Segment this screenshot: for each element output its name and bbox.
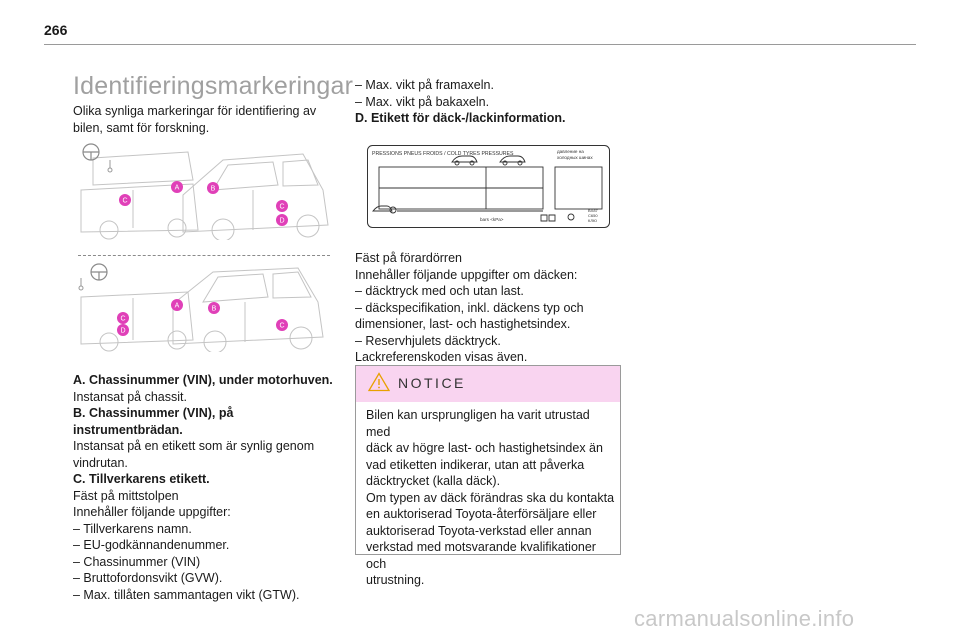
notice-body: Bilen kan ursprungligen ha varit utrusta… bbox=[366, 407, 616, 589]
text-line: – Reservhjulets däcktryck. bbox=[355, 333, 501, 348]
text-line: Instansat på en etikett som är synlig ge… bbox=[73, 439, 315, 453]
notice-line: utrustning. bbox=[366, 573, 425, 587]
tyre-pressure-label: PRESSIONS PNEUS FROIDS / COLD TYRES PRES… bbox=[367, 145, 610, 228]
page-number: 266 bbox=[44, 22, 68, 38]
notice-line: Bilen kan ursprungligen ha varit utrusta… bbox=[366, 408, 590, 439]
notice-box: NOTICE Bilen kan ursprungligen ha varit … bbox=[355, 365, 621, 587]
text-line: Innehåller följande uppgifter: bbox=[73, 505, 231, 519]
temperature-icon bbox=[78, 278, 84, 291]
book-icon bbox=[540, 214, 556, 222]
marker-d bbox=[117, 324, 129, 336]
notice-header: NOTICE bbox=[356, 366, 620, 402]
text-line: dimensioner, last- och hastighetsindex. bbox=[355, 317, 571, 331]
temperature-icon bbox=[107, 160, 113, 173]
marker-b bbox=[208, 302, 220, 314]
text-line: – däcktryck med och utan last. bbox=[355, 284, 524, 298]
text-line: – Max. vikt på bakaxeln. bbox=[355, 94, 490, 109]
text-line: A. Chassinummer (VIN), under motorhuven. bbox=[73, 373, 333, 387]
text-line: – Max. tillåten sammantagen vikt (GTW). bbox=[73, 587, 300, 602]
marker-b bbox=[207, 182, 219, 194]
notice-line: vad etiketten indikerar, utan att påverk… bbox=[366, 457, 585, 472]
marker-c bbox=[276, 319, 288, 331]
svg-text:A: A bbox=[175, 303, 180, 310]
svg-text:C: C bbox=[279, 204, 284, 211]
car-icon bbox=[451, 155, 478, 163]
intro-line: Olika synliga markeringar för identifier… bbox=[73, 104, 317, 118]
notice-title: NOTICE bbox=[398, 375, 466, 391]
svg-text:холодных шинах: холодных шинах bbox=[557, 155, 593, 160]
svg-text:A: A bbox=[175, 185, 180, 192]
text-line: Lackreferenskoden visas även. bbox=[355, 350, 528, 364]
intro-text: Olika synliga markeringar för identifier… bbox=[73, 103, 333, 137]
text-line: – Bruttofordonsvikt (GVW). bbox=[73, 571, 223, 585]
svg-text:C: C bbox=[120, 316, 125, 323]
text-line: – Chassinummer (VIN) bbox=[73, 554, 201, 569]
marker-a bbox=[171, 299, 183, 311]
text-line: vindrutan. bbox=[73, 455, 128, 470]
notice-line: däcktrycket (kalla däck). bbox=[366, 474, 501, 488]
marker-c bbox=[119, 194, 131, 206]
svg-text:D: D bbox=[120, 328, 125, 335]
text-line: C. Tillverkarens etikett. bbox=[73, 472, 210, 486]
dashed-separator bbox=[78, 255, 330, 256]
text-line: Fäst på mittstolpen bbox=[73, 488, 179, 503]
svg-text:B: B bbox=[212, 306, 217, 313]
notice-line: en auktoriserad Toyota-återförsäljare el… bbox=[366, 507, 597, 521]
text-line: – Tillverkarens namn. bbox=[73, 521, 192, 536]
text-line: instrumentbrädan. bbox=[73, 422, 183, 437]
text-line: Instansat på chassit. bbox=[73, 389, 187, 404]
svg-text:bars <kPa>: bars <kPa> bbox=[480, 217, 504, 222]
spare-car-icon bbox=[372, 205, 393, 212]
marker-d bbox=[276, 214, 288, 226]
notice-line: verkstad med motsvarande kvalifikationer… bbox=[366, 540, 596, 571]
notice-line: Om typen av däck förändras ska du kontak… bbox=[366, 490, 615, 505]
svg-text:PRESSIONS PNEUS FROIDS / COLD: PRESSIONS PNEUS FROIDS / COLD TYRES PRES… bbox=[372, 151, 514, 157]
weights-list: – Max. vikt på framaxeln. – Max. vikt på … bbox=[355, 77, 625, 127]
svg-text:D: D bbox=[279, 218, 284, 225]
van-illustration-bottom: A B C D C bbox=[78, 263, 324, 352]
intro-line: bilen, samt för forskning. bbox=[73, 121, 210, 135]
svg-text:BX87: BX87 bbox=[588, 208, 599, 213]
text-line: Fäst på förardörren bbox=[355, 251, 462, 265]
text-line: – EU-godkännandenummer. bbox=[73, 538, 230, 552]
header-rule bbox=[44, 44, 916, 45]
text-line: B. Chassinummer (VIN), på bbox=[73, 406, 234, 420]
page-title: Identifieringsmarkeringar bbox=[73, 72, 354, 100]
text-line: D. Etikett för däck-/lackinformation. bbox=[355, 111, 566, 125]
svg-text:B: B bbox=[211, 186, 216, 193]
svg-text:C: C bbox=[279, 323, 284, 330]
notice-line: auktoriserad Toyota-verkstad eller annan bbox=[366, 523, 592, 538]
svg-text:давление на: давление на bbox=[557, 149, 584, 154]
text-line: Innehåller följande uppgifter om däcken: bbox=[355, 267, 578, 282]
warning-triangle-icon bbox=[368, 372, 390, 392]
loaded-car-icon bbox=[499, 155, 526, 163]
text-line: – Max. vikt på framaxeln. bbox=[355, 78, 494, 92]
marker-c bbox=[276, 200, 288, 212]
marker-c bbox=[117, 312, 129, 324]
marker-a bbox=[171, 181, 183, 193]
van-illustration-top: A B C C D bbox=[80, 143, 329, 240]
svg-text:C: C bbox=[122, 198, 127, 205]
watermark: carmanualsonline.info bbox=[634, 606, 855, 631]
svg-text:C650: C650 bbox=[588, 213, 598, 218]
tyre-icon bbox=[567, 213, 575, 221]
text-line: – däckspecifikation, inkl. däckens typ o… bbox=[355, 300, 584, 315]
identification-list: A. Chassinummer (VIN), under motorhuven.… bbox=[73, 372, 343, 603]
svg-text:КЛЮ: КЛЮ bbox=[588, 218, 597, 223]
notice-line: däck av högre last- och hastighetsindex … bbox=[366, 441, 603, 455]
